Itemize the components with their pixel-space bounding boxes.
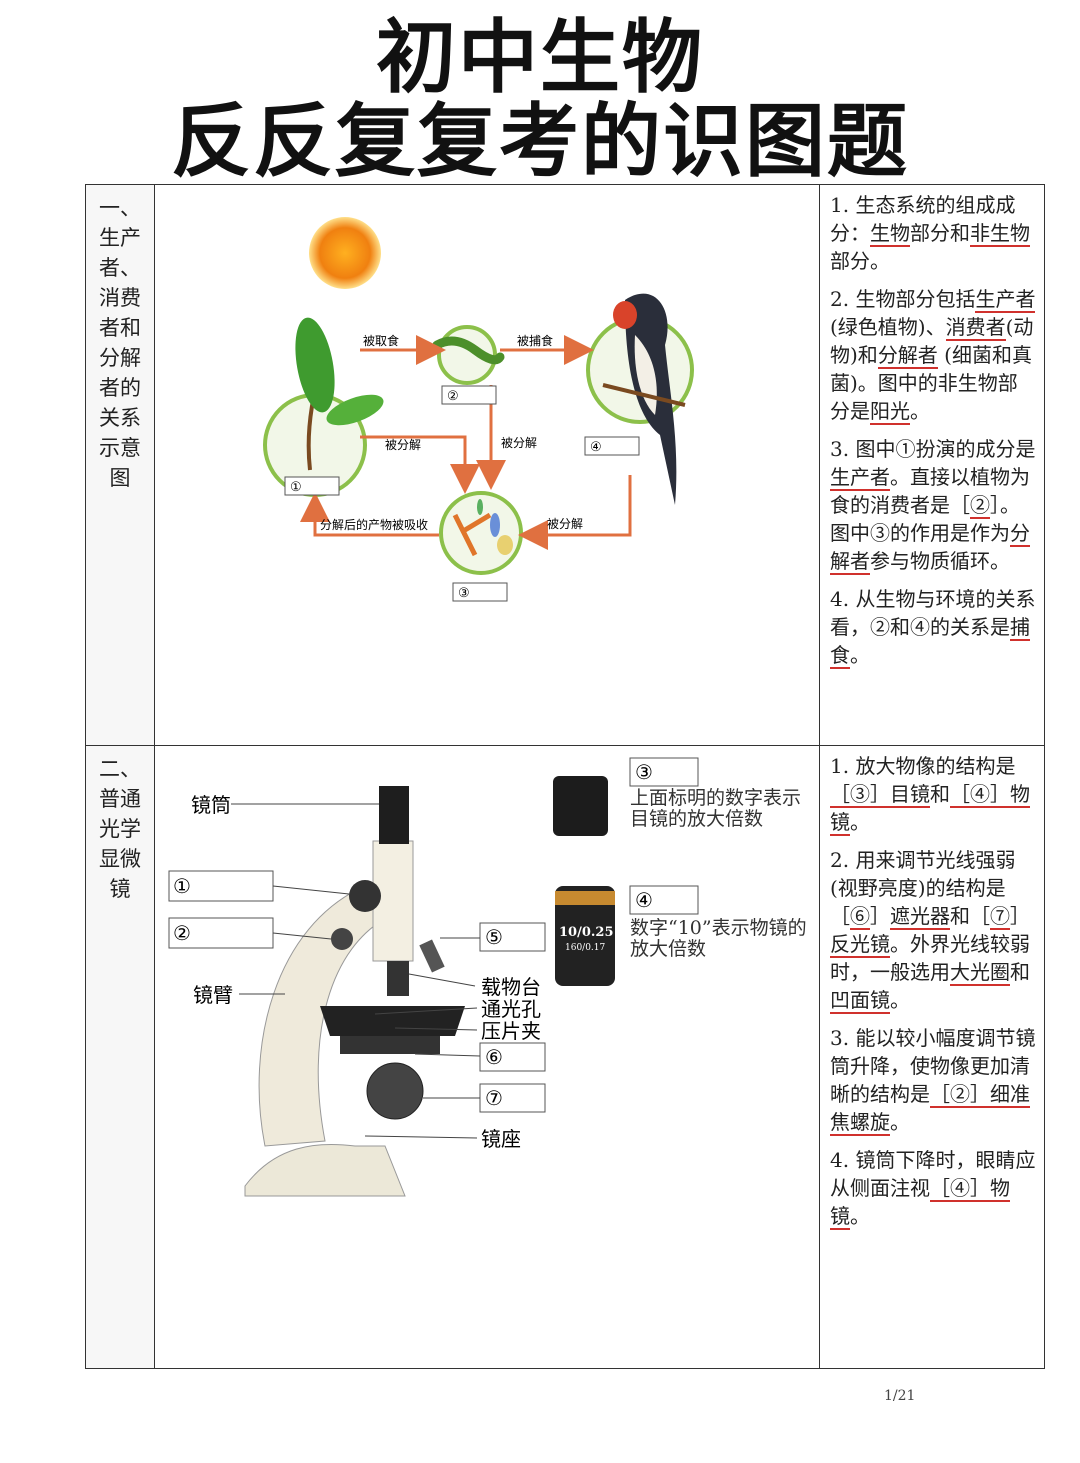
table-row: 一、生产者、消费者和分解者的关系示意图	[85, 184, 1045, 746]
question-table: 一、生产者、消费者和分解者的关系示意图	[85, 184, 1045, 1369]
objective-mark: 10/0.25	[559, 925, 614, 940]
sun-icon	[309, 217, 381, 289]
label-preyed: 被捕食	[517, 333, 553, 348]
label-eaten: 被取食	[363, 333, 399, 348]
note-4: 4. 从生物与环境的关系看，②和④的关系是捕食。	[830, 587, 1036, 669]
label-clip: 压片夹	[481, 1019, 541, 1043]
ecosystem-diagram: 被取食 被捕食 被分解 被分解 被分解 分解后的产物被吸收 ① ② ③ ④	[263, 217, 694, 602]
page-title-line2: 反反复复考的识图题	[171, 95, 909, 188]
section1-notes: 1. 生态系统的组成成分：生物部分和非生物部分。 2. 生物部分包括生产者(绿色…	[819, 184, 1045, 746]
marker-3: ③	[458, 586, 470, 601]
objective-mark2: 160/0.17	[565, 943, 606, 953]
marker-3: ③	[635, 760, 653, 784]
label-absorbed: 分解后的产物被吸收	[320, 517, 428, 532]
branch-icon	[602, 383, 686, 407]
eyepiece-icon	[553, 776, 608, 836]
section2-notes: 1. 放大物像的结构是［③］目镜和［④］物镜。 2. 用来调节光线强弱(视野亮度…	[819, 745, 1045, 1369]
label-decomposed-a: 被分解	[385, 438, 421, 452]
marker-box-4	[629, 885, 699, 915]
note-2: 2. 用来调节光线强弱(视野亮度)的结构是［⑥］遮光器和［⑦］反光镜。外界光线较…	[830, 848, 1030, 1014]
marker-5: ⑤	[485, 925, 503, 949]
page-title-line1: 初中生物	[376, 11, 704, 104]
section1-figure-cell: 被取食 被捕食 被分解 被分解 被分解 分解后的产物被吸收 ① ② ③ ④	[154, 184, 820, 746]
section2-label-cell: 二、普通光学显微镜	[85, 745, 155, 1369]
microscope-diagram: 镜筒 镜臂 载物台 通光孔 压片夹 镜座 ① ② ⑤	[168, 757, 807, 1197]
marker-4: ④	[590, 440, 602, 455]
note-1: 1. 生态系统的组成成分：生物部分和非生物部分。	[830, 193, 1030, 273]
fungi-icon	[452, 512, 492, 557]
arrow-decomposed-plant	[360, 435, 480, 494]
marker-6: ⑥	[485, 1045, 503, 1069]
marker-box-3	[629, 757, 699, 787]
eyepiece-note: 上面标明的数字表示目镜的放大倍数	[630, 788, 802, 830]
label-tube: 镜筒	[191, 793, 231, 817]
leaf-icon	[326, 394, 384, 426]
fine-knob	[331, 928, 353, 950]
caterpillar-icon	[432, 336, 505, 365]
stage	[320, 1006, 465, 1036]
arrow-absorbed	[300, 492, 439, 537]
objective-lens	[387, 961, 409, 996]
arrow-decomposed-bird	[518, 475, 632, 550]
label-base: 镜座	[481, 1127, 521, 1151]
bacteria-icon	[490, 513, 500, 537]
label-decomposed-c: 被分解	[547, 517, 583, 531]
coarse-knob	[349, 880, 381, 912]
label-arm: 镜臂	[193, 983, 233, 1007]
note-3: 3. 能以较小幅度调节镜筒升降，使物像更加清晰的结构是［②］细准焦螺旋。	[830, 1026, 1036, 1136]
note-4: 4. 镜筒下降时，眼睛应从侧面注视［④］物镜。	[830, 1148, 1036, 1230]
marker-box-1	[168, 870, 274, 902]
marker-box-2	[441, 385, 497, 405]
section2-label: 二、普通光学显微镜	[99, 757, 141, 901]
marker-box-7	[479, 1083, 546, 1113]
marker-box-4	[584, 436, 640, 456]
objective-icon	[555, 886, 615, 986]
objective-note: 数字“10”表示物镜的放大倍数	[630, 918, 807, 960]
note-2: 2. 生物部分包括生产者(绿色植物)、消费者(动物)和分解者 (细菌和真菌)。图…	[830, 287, 1036, 425]
marker-1: ①	[173, 874, 191, 898]
microscope-base	[244, 1143, 406, 1197]
marker-box-1	[284, 476, 340, 496]
marker-box-5	[479, 922, 546, 952]
marker-box-6	[479, 1042, 546, 1072]
section2-figure-cell: 镜筒 镜臂 载物台 通光孔 压片夹 镜座 ① ② ⑤	[154, 745, 820, 1369]
table-row: 二、普通光学显微镜 镜筒 镜臂	[85, 745, 1045, 1369]
note-3: 3. 图中①扮演的成分是生产者。直接以植物为食的消费者是［②］。图中③的作用是作…	[830, 437, 1036, 575]
label-stage: 载物台	[481, 975, 541, 999]
marker-2: ②	[173, 921, 191, 945]
marker-2: ②	[447, 389, 459, 404]
marker-box-3	[452, 582, 508, 602]
section1-label: 一、生产者、消费者和分解者的关系示意图	[99, 196, 141, 490]
eyepiece-mark: 16×	[563, 761, 597, 780]
marker-1: ①	[290, 480, 302, 495]
page-number: 1/21	[884, 1388, 916, 1404]
label-decomposed-b: 被分解	[501, 436, 537, 450]
microscope-tube	[379, 786, 409, 844]
label-hole: 通光孔	[481, 997, 541, 1021]
section1-label-cell: 一、生产者、消费者和分解者的关系示意图	[85, 184, 155, 746]
marker-4: ④	[635, 888, 653, 912]
mirror	[366, 1062, 424, 1120]
note-1: 1. 放大物像的结构是［③］目镜和［④］物镜。	[830, 754, 1030, 836]
marker-7: ⑦	[485, 1086, 503, 1110]
leaf-icon	[295, 317, 335, 413]
